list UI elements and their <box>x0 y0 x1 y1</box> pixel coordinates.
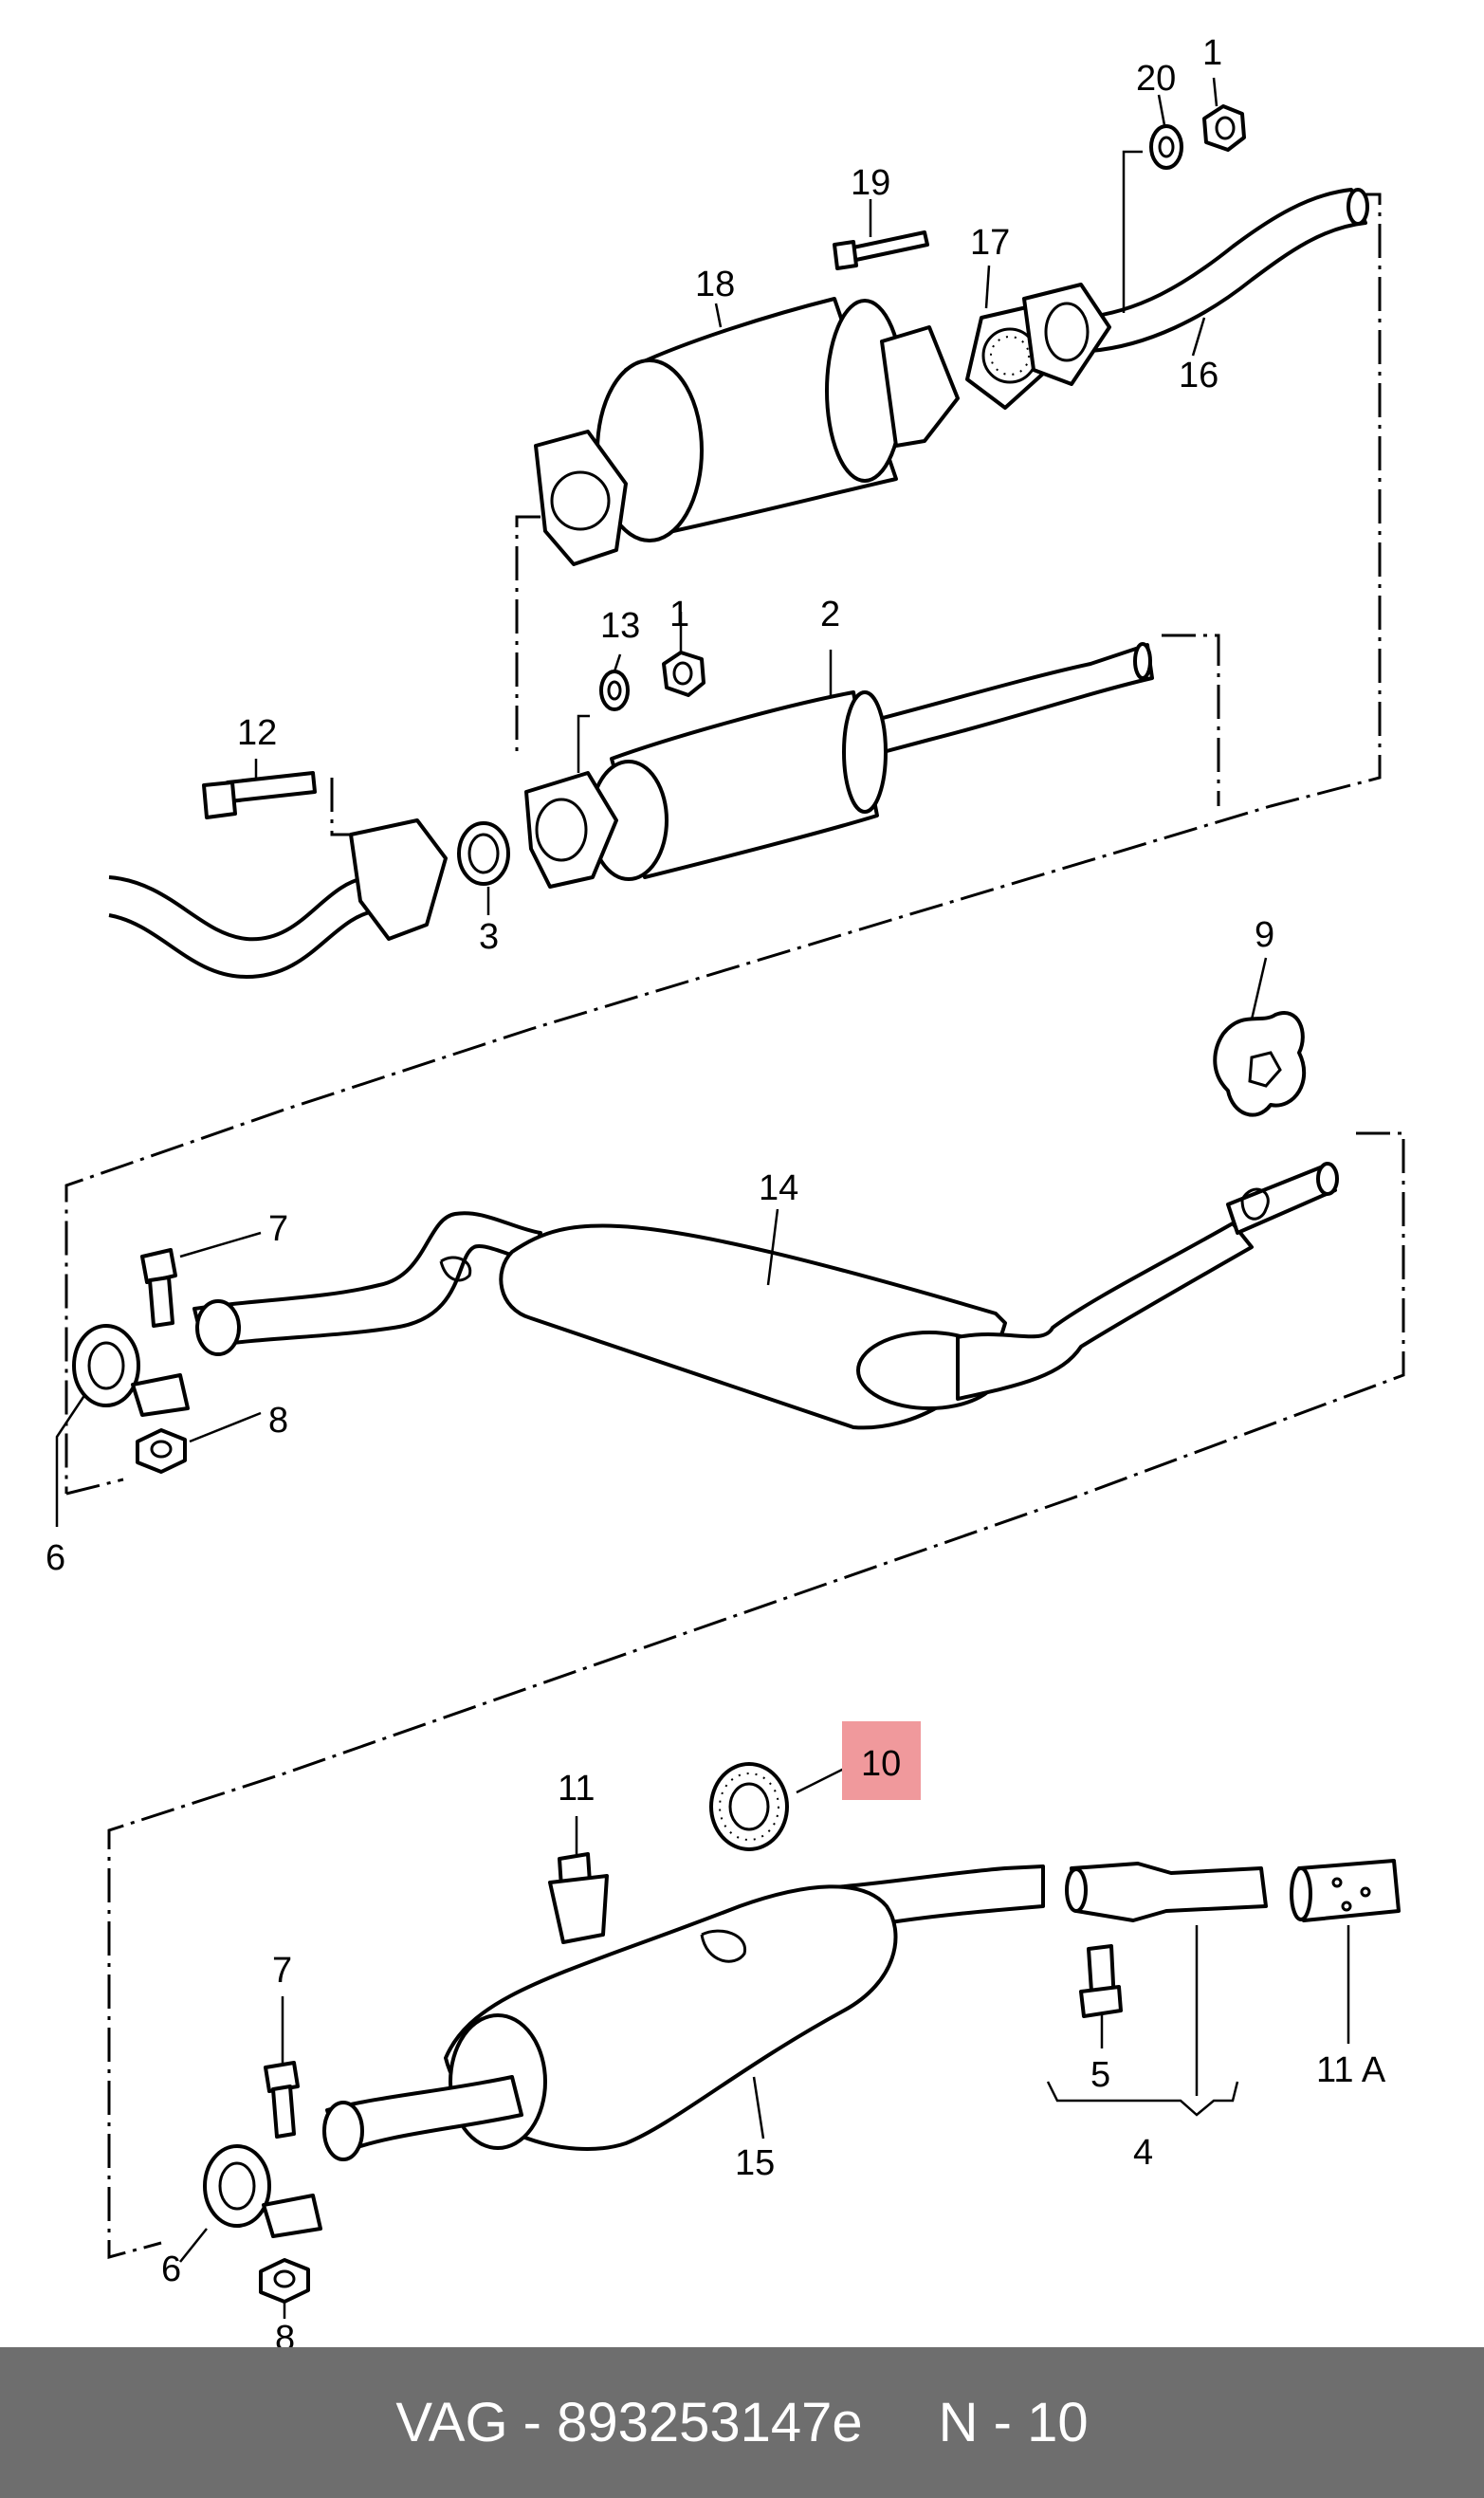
footer-bar: VAG - 893253147e N - 10 <box>0 2347 1484 2498</box>
label-9: 9 <box>1255 915 1274 955</box>
label-10: 10 <box>861 1744 901 1784</box>
washer-20 <box>1149 124 1183 170</box>
plug-11 <box>548 1852 609 1944</box>
label-3: 3 <box>479 917 499 957</box>
flange-front <box>524 771 618 889</box>
front-pipe-16 <box>1079 188 1369 353</box>
label-17: 17 <box>970 223 1010 263</box>
label-18: 18 <box>695 265 735 304</box>
label-6a: 6 <box>46 1538 65 1578</box>
label-11a: 11 A <box>1316 2050 1386 2090</box>
label-19: 19 <box>851 163 890 203</box>
flange-pipe-end <box>1022 283 1111 386</box>
label-12: 12 <box>237 713 277 753</box>
nut-1a <box>1202 104 1246 152</box>
nut-8a <box>136 1428 187 1474</box>
bolt-19 <box>833 230 929 270</box>
muffler-2 <box>589 642 1154 881</box>
label-1a: 1 <box>1202 33 1222 73</box>
ring-3 <box>457 821 510 886</box>
label-2: 2 <box>820 595 840 634</box>
nut-1b <box>662 651 705 697</box>
frame-upper-to-middle <box>64 193 1382 1494</box>
bolt-12 <box>202 771 317 819</box>
label-13: 13 <box>600 606 640 646</box>
label-6b: 6 <box>161 2250 181 2289</box>
frame-inner-tail <box>1162 634 1220 806</box>
frame-middle-to-lower <box>107 1131 1405 2259</box>
bolt-7a <box>140 1248 177 1328</box>
label-16: 16 <box>1179 356 1218 395</box>
exhaust-parts-diagram: 1 20 19 17 18 16 13 1 2 12 3 9 14 7 8 6 … <box>46 33 1405 2347</box>
rear-muffler-15 <box>322 1864 1045 2161</box>
bolt-5 <box>1079 1944 1123 2018</box>
sleeve-11a <box>1290 1859 1401 1922</box>
label-4: 4 <box>1133 2133 1153 2173</box>
washer-13 <box>599 670 630 711</box>
leader-lines <box>55 77 1350 2319</box>
catalytic-converter-18 <box>534 297 960 566</box>
label-11: 11 <box>558 1769 595 1809</box>
page-reference-text: N - 10 <box>938 2392 1089 2453</box>
label-1b: 1 <box>669 595 689 634</box>
frame-pipe-left <box>330 778 375 836</box>
bolt-7b <box>264 2061 300 2139</box>
label-14: 14 <box>759 1168 798 1208</box>
label-20: 20 <box>1136 59 1176 99</box>
rubber-hanger-9 <box>1213 1011 1307 1117</box>
label-7a: 7 <box>268 1209 288 1249</box>
seal-ring-10 <box>709 1762 789 1851</box>
section-frames <box>64 193 1405 2259</box>
label-8a: 8 <box>268 1401 288 1441</box>
clamp-6a <box>72 1324 190 1417</box>
nut-8b <box>259 2258 310 2304</box>
label-5: 5 <box>1090 2055 1110 2095</box>
callout-labels: 1 20 19 17 18 16 13 1 2 12 3 9 14 7 8 6 … <box>46 33 1386 2347</box>
label-8b: 8 <box>275 2319 295 2347</box>
label-7b: 7 <box>272 1951 292 1991</box>
center-muffler-14 <box>192 1162 1339 1430</box>
highlight-box-10 <box>842 1721 921 1800</box>
pipe-4 <box>1065 1862 1268 1922</box>
frame-cat-left <box>515 515 540 759</box>
part-number-text: VAG - 893253147e <box>395 2392 863 2453</box>
label-15: 15 <box>735 2143 775 2183</box>
front-pipe-left <box>108 818 448 979</box>
clamp-6b <box>203 2144 322 2238</box>
